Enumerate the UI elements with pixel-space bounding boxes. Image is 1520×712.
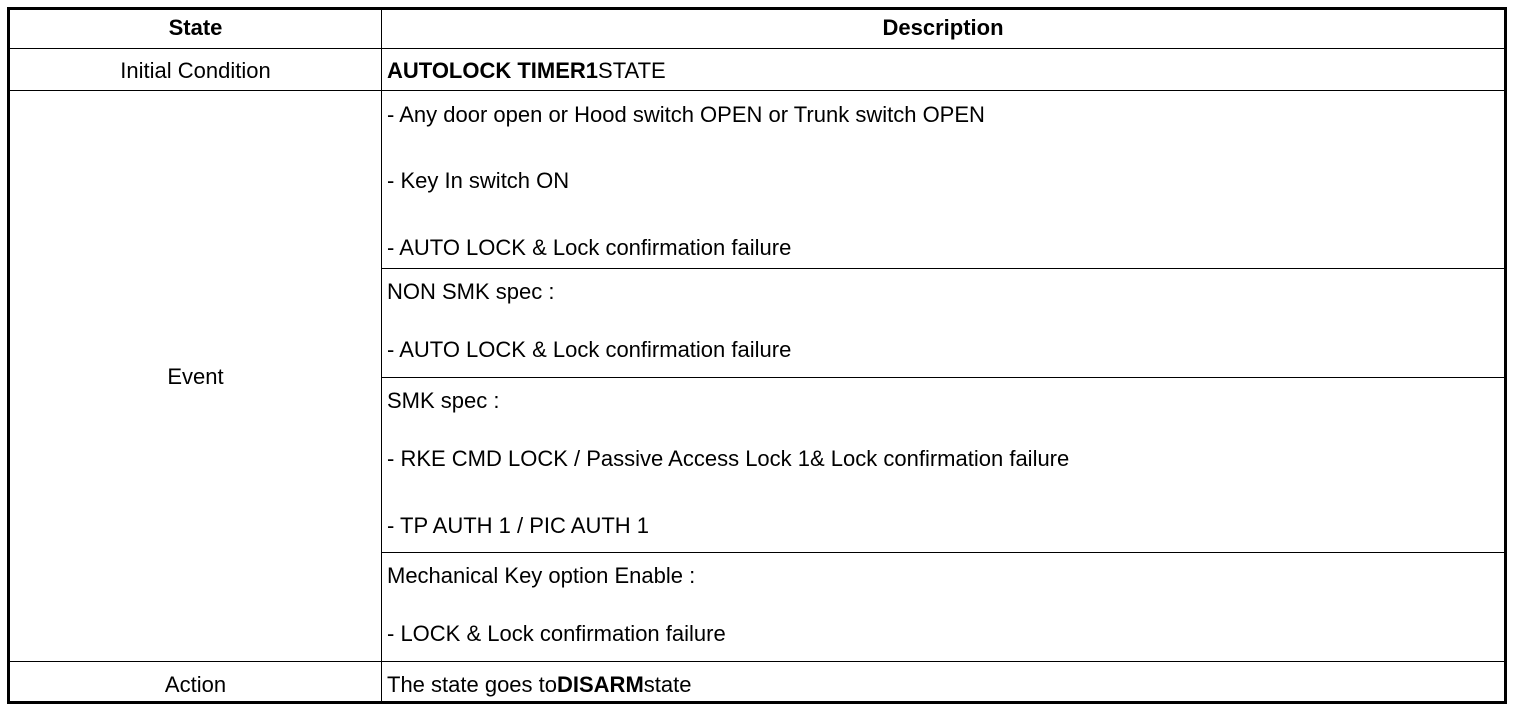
event-group4-title: Mechanical Key option Enable :	[387, 563, 696, 588]
header-description: Description	[882, 15, 1004, 40]
event-group3-title: SMK spec :	[387, 388, 500, 413]
event-group1-line1: - Any door open or Hood switch OPEN or T…	[387, 102, 985, 127]
event-group2-title: NON SMK spec :	[387, 279, 555, 304]
event-group1-line3: - AUTO LOCK & Lock confirmation failure	[387, 235, 792, 260]
action-desc-bold: DISARM	[557, 672, 644, 697]
event-group3: SMK spec : - RKE CMD LOCK / Passive Acce…	[387, 10, 1497, 552]
event-group1-divider	[381, 268, 1504, 269]
event-group2: NON SMK spec : - AUTO LOCK & Lock confir…	[387, 10, 1497, 377]
initial-condition-description: AUTOLOCK TIMER1STATE	[387, 58, 666, 84]
initial-divider	[10, 90, 1504, 91]
event-group1-line2: - Key In switch ON	[387, 168, 570, 193]
event-label: Event	[167, 364, 224, 389]
header-state: State	[168, 15, 223, 40]
action-desc-pre: The state goes to	[387, 672, 557, 697]
initial-condition-rest: STATE	[598, 58, 666, 83]
event-divider	[10, 661, 1504, 662]
event-group2-line1: - AUTO LOCK & Lock confirmation failure	[387, 337, 792, 362]
event-group3-line2: - TP AUTH 1 / PIC AUTH 1	[387, 513, 650, 538]
column-divider	[381, 10, 382, 701]
action-label: Action	[164, 672, 227, 697]
header-divider	[10, 48, 1504, 49]
event-group4: Mechanical Key option Enable : - LOCK & …	[387, 10, 1497, 661]
event-group2-divider	[381, 377, 1504, 378]
event-group1: - Any door open or Hood switch OPEN or T…	[387, 10, 1497, 268]
event-group4-line1: - LOCK & Lock confirmation failure	[387, 621, 726, 646]
event-group3-line1: - RKE CMD LOCK / Passive Access Lock 1& …	[387, 446, 1070, 471]
state-table: State Description Initial Condition AUTO…	[7, 7, 1507, 704]
event-group3-divider	[381, 552, 1504, 553]
initial-condition-bold: AUTOLOCK TIMER1	[387, 58, 599, 83]
action-desc-post: state	[643, 672, 692, 697]
initial-condition-label: Initial Condition	[120, 58, 271, 83]
action-description: The state goes toDISARMstate	[387, 672, 691, 698]
